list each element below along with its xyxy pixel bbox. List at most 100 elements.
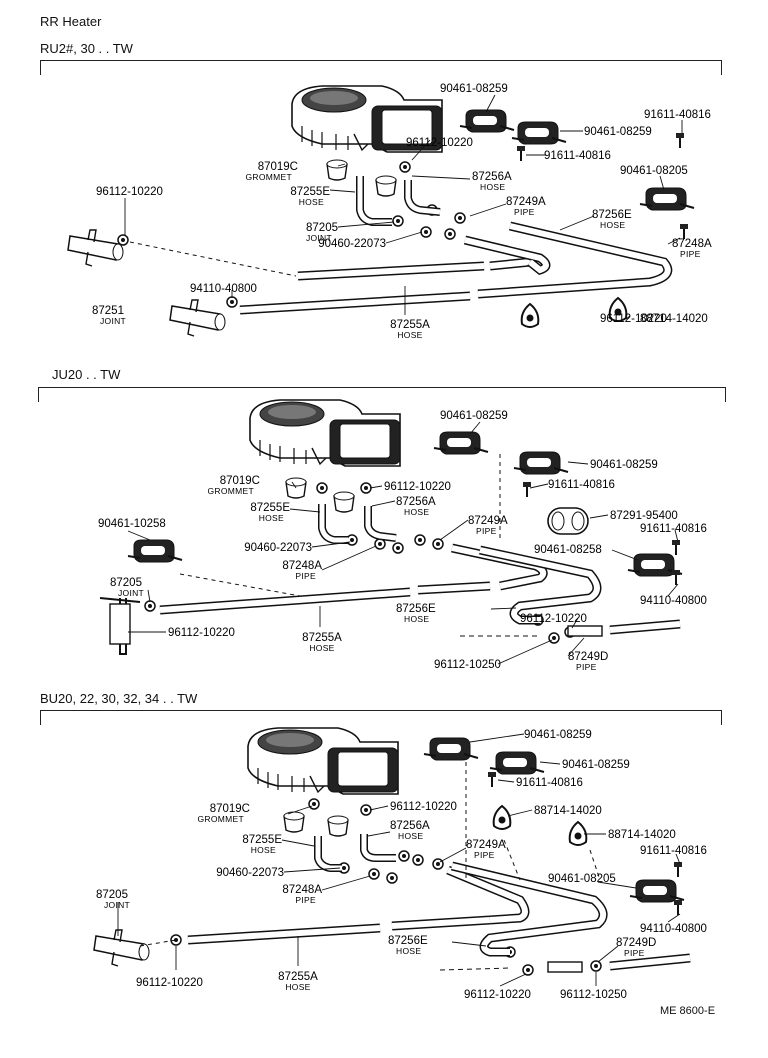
part-number-label: 87256E [388,935,428,947]
part-number-label: 87249A [506,196,546,208]
part-number-label: 90461-08205 [548,873,616,885]
part-number-label: 90461-10258 [98,518,166,530]
part-number-label: 94110-40800 [640,595,707,607]
part-number-label: 96112-10250 [560,989,627,1001]
part-number-label: 87249D [616,937,656,949]
part-description-label: PIPE [576,662,597,672]
part-number-label: 87255A [278,971,318,983]
part-description-label: HOSE [404,614,429,624]
part-description-label: JOINT [100,316,126,326]
part-number-label: 87205 [306,222,338,234]
part-description-label: HOSE [299,197,324,207]
part-description-label: JOINT [104,900,130,910]
part-number-label: 87249A [466,839,506,851]
part-number-label: 87205 [96,889,128,901]
part-number-label: 90461-08258 [534,544,602,556]
part-number-label: 96112-10220 [390,801,457,813]
part-number-label: 87248A [282,884,322,896]
section-title-ru2: RU2#, 30 . . TW [40,41,133,56]
part-number-label: 90461-08259 [562,759,630,771]
part-number-label: 87256A [396,496,436,508]
section-title-bu20: BU20, 22, 30, 32, 34 . . TW [40,691,198,706]
part-number-label: 91611-40816 [548,479,615,491]
part-number-label: 87255E [290,186,330,198]
part-description-label: HOSE [259,513,284,523]
section-drawing-ju20 [99,399,683,655]
part-number-label: 96112-10250 [434,659,501,671]
part-number-label: 87256E [396,603,436,615]
part-number-label: 90461-08259 [584,126,652,138]
part-number-label: 87019C [258,161,298,173]
diagram-code: ME 8600-E [660,1005,716,1017]
part-number-label: 90461-08259 [590,459,658,471]
leader-lines-ru2 [124,94,683,320]
part-number-label: 88714-14020 [640,313,708,325]
part-number-label: 87255A [390,319,430,331]
part-number-label: 87255E [242,834,282,846]
part-description-label: HOSE [480,182,505,192]
part-description-label: HOSE [404,507,429,517]
part-number-label: 90461-08259 [440,83,508,95]
part-number-label: 96112-10220 [136,977,203,989]
part-description-label: PIPE [295,895,316,905]
part-number-label: 96112-10220 [384,481,451,493]
part-description-label: PIPE [295,571,316,581]
page-title: RR Heater [40,14,102,29]
part-number-label: 91611-40816 [640,523,707,535]
part-number-label: 91611-40816 [544,150,611,162]
part-number-label: 96112-10220 [96,186,163,198]
part-number-label: 96112-10220 [168,627,235,639]
part-description-label: HOSE [309,643,334,653]
part-number-label: 87256A [472,171,512,183]
part-labels: 90461-08259 90461-08259 91611-40816 96112-1… [92,83,712,1001]
part-description-label: PIPE [476,526,497,536]
section-frame-ru2 [40,60,722,75]
part-description-label: PIPE [680,249,701,259]
section-frame-bu20 [40,710,722,725]
section-frame-ju20 [38,387,726,402]
part-number-label: 90461-08259 [440,410,508,422]
part-description-label: PIPE [514,207,535,217]
part-description-label: GROMMET [208,486,254,496]
part-number-label: 87291-95400 [610,510,678,522]
part-description-label: JOINT [306,233,332,243]
part-description-label: HOSE [396,946,421,956]
part-description-label: PIPE [474,850,495,860]
part-number-label: 90460-22073 [216,867,284,879]
part-number-label: 96112-10220 [406,137,473,149]
part-number-label: 87255A [302,632,342,644]
part-number-label: 90461-08205 [620,165,688,177]
part-number-label: 87251 [92,305,124,317]
section-drawing-ru2 [67,85,695,337]
leader-lines-ju20 [127,421,679,665]
part-description-label: HOSE [398,831,423,841]
part-description-label: GROMMET [198,814,244,824]
part-number-label: 87256A [390,820,430,832]
leader-lines-bu20 [117,733,681,987]
part-number-label: 87255E [250,502,290,514]
part-description-label: PIPE [624,948,645,958]
part-number-label: 87205 [110,577,142,589]
part-number-label: 88714-14020 [534,805,602,817]
part-number-label: 87019C [220,475,260,487]
part-number-label: 90460-22073 [318,238,386,250]
part-description-label: JOINT [118,588,144,598]
part-number-label: 87248A [282,560,322,572]
part-description-label: GROMMET [246,172,292,182]
part-description-label: HOSE [285,982,310,992]
part-number-label: 90461-08259 [524,729,592,741]
part-description-label: HOSE [600,220,625,230]
part-number-label: 87019C [210,803,250,815]
part-number-label: 96112-10220 [520,613,587,625]
part-number-label: 96112-10220 [464,989,531,1001]
part-number-label: 87249A [468,515,508,527]
part-number-label: 94110-40800 [190,283,257,295]
section-title-ju20: JU20 . . TW [52,367,121,382]
part-description-label: HOSE [397,330,422,340]
part-number-label: 91611-40816 [640,845,707,857]
section-drawing-bu20 [93,727,691,976]
part-number-label: 94110-40800 [640,923,707,935]
part-number-label: 91611-40816 [644,109,711,121]
part-number-label: 88714-14020 [608,829,676,841]
